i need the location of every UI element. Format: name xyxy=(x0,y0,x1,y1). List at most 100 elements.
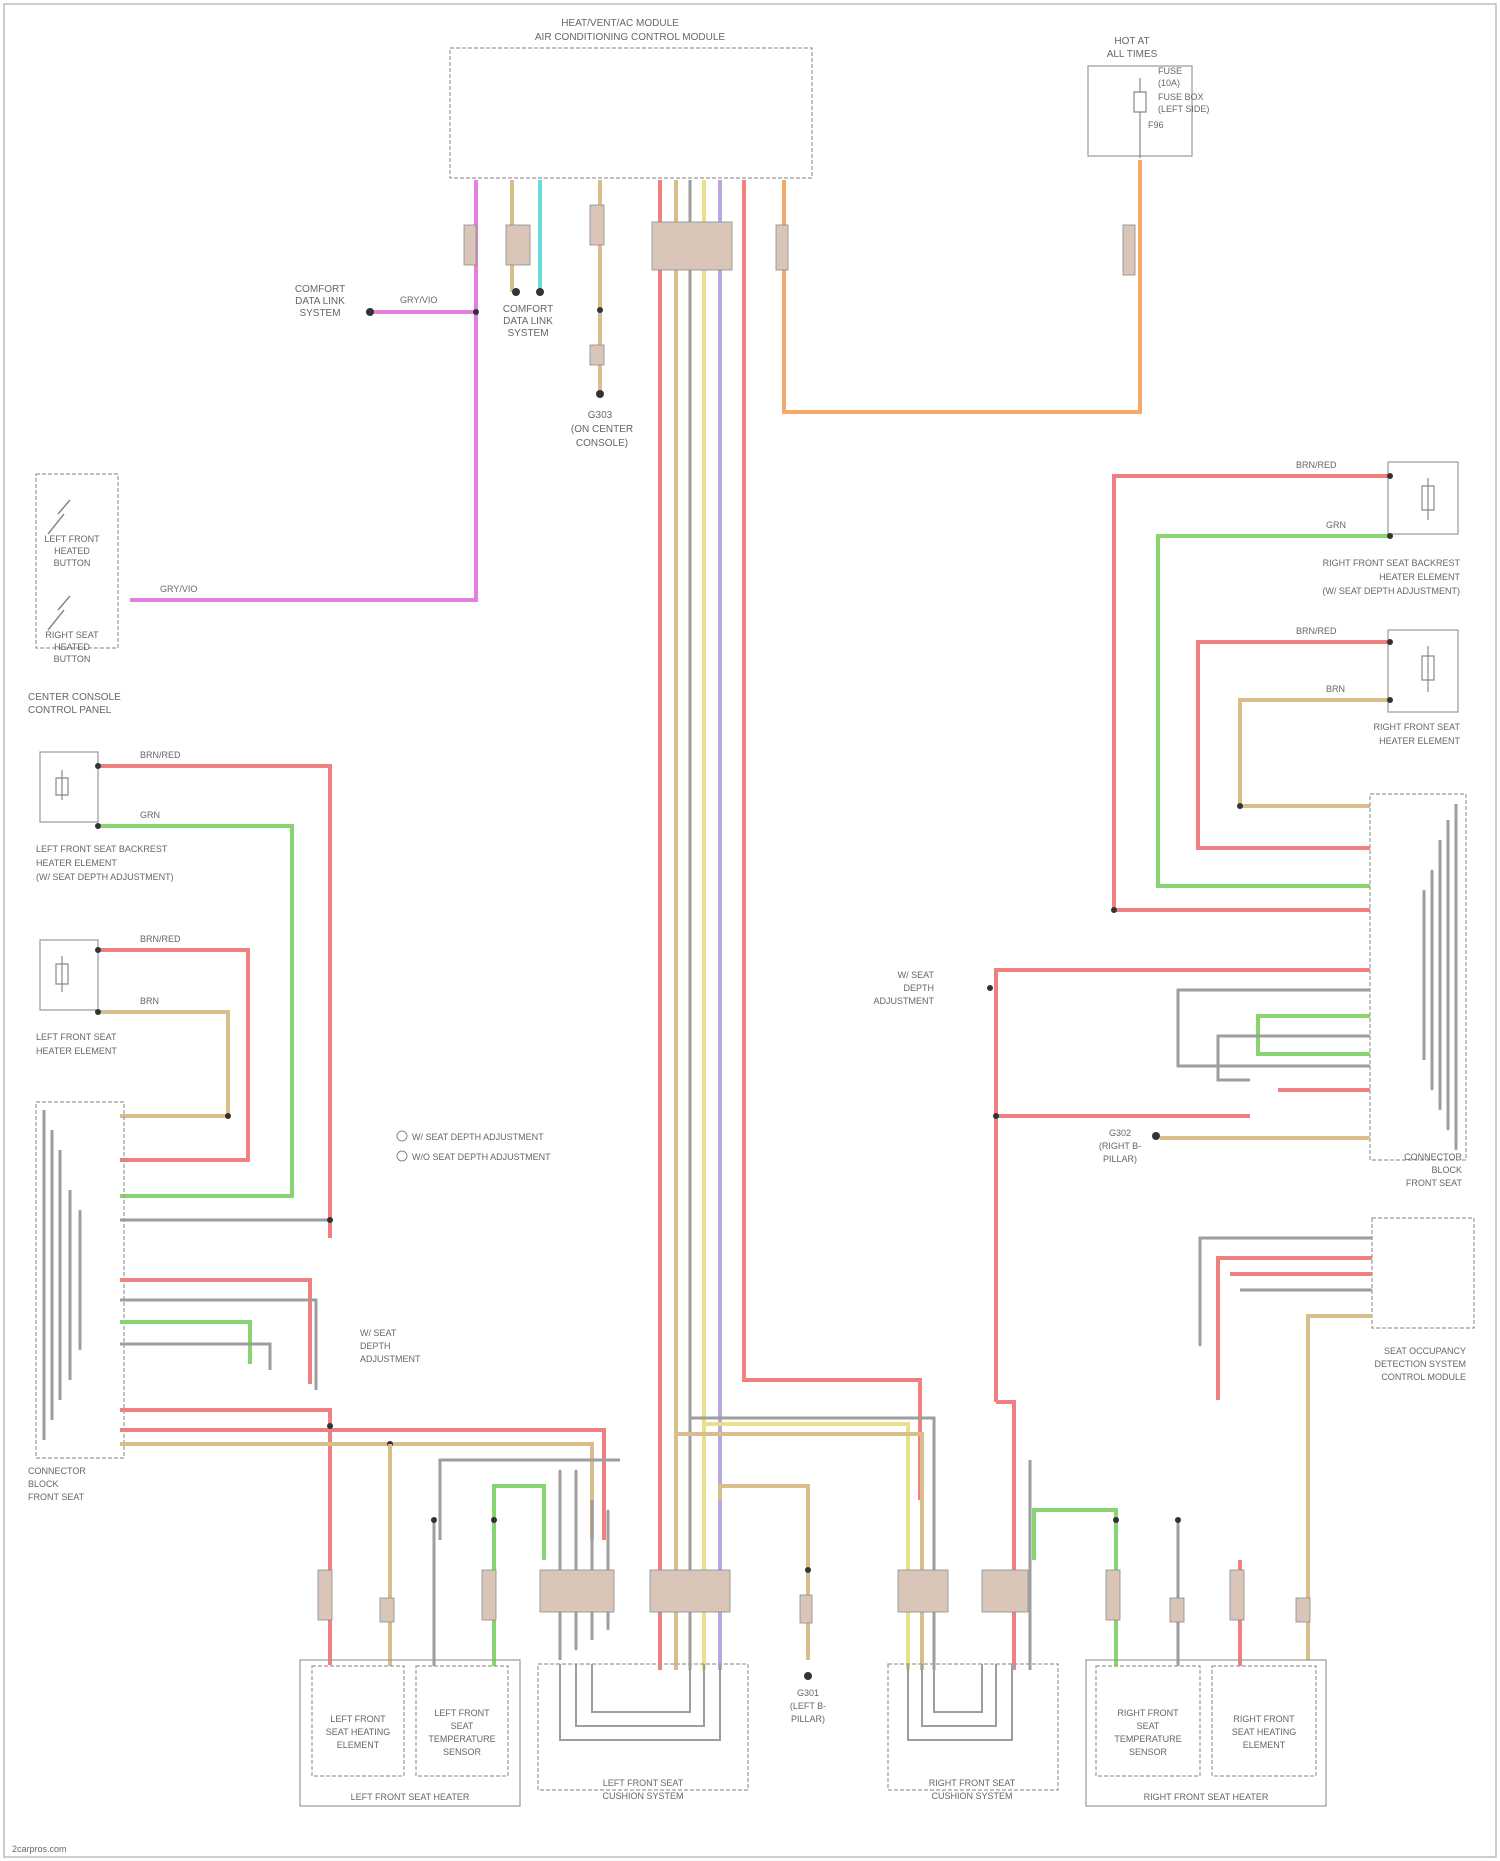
legend: W/ SEAT DEPTH ADJUSTMENT W/O SEAT DEPTH … xyxy=(397,1131,551,1162)
lf-temp-line2: SEAT xyxy=(451,1721,474,1731)
rf-heating-line2: SEAT HEATING xyxy=(1232,1727,1297,1737)
lf-backrest-line3: (W/ SEAT DEPTH ADJUSTMENT) xyxy=(36,872,174,882)
lf-heater-group-title: LEFT FRONT SEAT HEATER xyxy=(351,1792,470,1802)
lf-sensor-dot xyxy=(431,1517,437,1523)
rf-cushion-loops xyxy=(908,1664,1012,1740)
rf-backrest-splice xyxy=(1111,907,1117,913)
wire-rf-cushion-tan xyxy=(676,1434,922,1670)
ground-g302: G302 (RIGHT B- PILLAR) xyxy=(1099,1128,1141,1164)
rf-seat-box xyxy=(1388,630,1458,712)
g303-loc2: CONSOLE) xyxy=(576,438,628,449)
lf-conn-line3: FRONT SEAT xyxy=(28,1492,85,1502)
lf-seat-splice xyxy=(225,1113,231,1119)
footer-credit: 2carpros.com xyxy=(12,1844,67,1854)
rf-seat-tan-label: BRN xyxy=(1326,684,1345,694)
pink-wire-label-2: GRY/VIO xyxy=(160,584,197,594)
rf-seat-red-label: BRN/RED xyxy=(1296,626,1337,636)
rf-heating-line1: RIGHT FRONT xyxy=(1233,1714,1295,1724)
pink-splice-dot xyxy=(366,308,374,316)
legend-marker-2 xyxy=(397,1151,407,1161)
lf-sensor-dot2 xyxy=(491,1517,497,1523)
lf-backrest-red-label: BRN/RED xyxy=(140,750,181,760)
seat-occupancy-module: SEAT OCCUPANCY DETECTION SYSTEM CONTROL … xyxy=(1372,1218,1474,1382)
rf-cushion-group: RIGHT FRONT SEAT CUSHION SYSTEM xyxy=(888,1664,1058,1801)
connector-rf-heater-1 xyxy=(1230,1570,1244,1620)
rf-adj-line3: ADJUSTMENT xyxy=(874,996,935,1006)
switch2-line2: HEATED xyxy=(54,642,90,652)
rf-depth-adjust-note: W/ SEAT DEPTH ADJUSTMENT xyxy=(874,970,935,1006)
occupancy-line2: DETECTION SYSTEM xyxy=(1374,1359,1466,1369)
rf-seat-pin1 xyxy=(1387,639,1393,645)
switch2-line1: RIGHT SEAT xyxy=(45,630,99,640)
lf-seat-tan-label: BRN xyxy=(140,996,159,1006)
lf-backrest-line2: HEATER ELEMENT xyxy=(36,858,117,868)
rf-cushion-line2: CUSHION SYSTEM xyxy=(931,1791,1012,1801)
connector-ground-top xyxy=(590,205,604,245)
lf-connector-block: CONNECTOR BLOCK FRONT SEAT xyxy=(28,1102,124,1502)
occupancy-line1: SEAT OCCUPANCY xyxy=(1384,1346,1466,1356)
lf-temp-line1: LEFT FRONT xyxy=(434,1708,490,1718)
rf-conn-line1: CONNECTOR xyxy=(1404,1152,1462,1162)
g301-loc2: PILLAR) xyxy=(791,1714,825,1724)
rf-backrest-line2: HEATER ELEMENT xyxy=(1379,572,1460,582)
g303-label: G303 xyxy=(588,410,613,421)
console-switch-2-symbol xyxy=(48,596,70,630)
connector-lf-cushion xyxy=(650,1570,730,1612)
ground-g301: G301 (LEFT B- PILLAR) xyxy=(790,1688,826,1724)
rf-ground-terminal xyxy=(1152,1132,1160,1140)
rf-seat-heater: RIGHT FRONT SEAT HEATER ELEMENT xyxy=(1373,630,1460,746)
rf-connector-block: CONNECTOR BLOCK FRONT SEAT xyxy=(1370,794,1466,1188)
fuse-number: F96 xyxy=(1148,120,1164,130)
center-console-panel: LEFT FRONT HEATED BUTTON RIGHT SEAT HEAT… xyxy=(28,474,121,716)
wire-lf-seat-red xyxy=(98,950,248,1160)
comfort-1-line2: DATA LINK xyxy=(295,296,345,307)
connector-lf-heater-1 xyxy=(318,1570,332,1620)
g302-loc: (RIGHT B- xyxy=(1099,1141,1141,1151)
lf-cushion-group: LEFT FRONT SEAT CUSHION SYSTEM xyxy=(538,1664,748,1801)
rf-backrest-line1: RIGHT FRONT SEAT BACKREST xyxy=(1323,558,1461,568)
lf-seat-heater-group: LEFT FRONT SEAT HEATING ELEMENT LEFT FRO… xyxy=(300,1660,520,1806)
comfort-2-line1: COMFORT xyxy=(503,304,553,315)
rf-temp-line1: RIGHT FRONT xyxy=(1117,1708,1179,1718)
hot-at-label: HOT AT xyxy=(1114,36,1149,47)
comfort-data-link-right: COMFORT DATA LINK SYSTEM xyxy=(503,304,553,339)
rf-adj-line1: W/ SEAT xyxy=(898,970,935,980)
lf-temp-line3: TEMPERATURE xyxy=(428,1734,495,1744)
wire-g301 xyxy=(720,1486,808,1660)
wire-rf-backrest-red xyxy=(1114,476,1390,910)
rf-backrest-red-label: BRN/RED xyxy=(1296,460,1337,470)
rf-heater-group-title: RIGHT FRONT SEAT HEATER xyxy=(1144,1792,1269,1802)
wire-rf-cushion-gray xyxy=(690,1418,934,1670)
rf-sensor-dot2 xyxy=(1175,1517,1181,1523)
lf-seat-pin2 xyxy=(95,1009,101,1015)
climate-control-module: HEAT/VENT/AC MODULE AIR CONDITIONING CON… xyxy=(450,18,812,178)
rf-backrest-green-label: GRN xyxy=(1326,520,1346,530)
connector-lf-cushion-2 xyxy=(540,1570,614,1612)
fuse-location-side: (LEFT SIDE) xyxy=(1158,104,1209,114)
lf-seat-line1: LEFT FRONT SEAT xyxy=(36,1032,117,1042)
fuse-symbol xyxy=(1134,78,1146,158)
rf-adj-line2: DEPTH xyxy=(903,983,934,993)
legend-item-2: W/O SEAT DEPTH ADJUSTMENT xyxy=(412,1152,551,1162)
lf-adj-line3: ADJUSTMENT xyxy=(360,1354,421,1364)
wire-orange-power xyxy=(784,160,1140,412)
wire-lf-cushion-internal xyxy=(560,1470,608,1660)
lf-backrest-symbol xyxy=(56,770,68,800)
rf-backrest-symbol xyxy=(1422,478,1434,520)
connector-rf-heater-2 xyxy=(1296,1598,1310,1622)
lf-adj-line2: DEPTH xyxy=(360,1341,391,1351)
wire-occ-tan xyxy=(1308,1316,1372,1660)
connector-lf-heater-2 xyxy=(380,1598,394,1622)
g302-label: G302 xyxy=(1109,1128,1131,1138)
wire-rf-sensor-green xyxy=(1034,1510,1116,1666)
lf-conn-line1: CONNECTOR xyxy=(28,1466,86,1476)
rf-seat-symbol xyxy=(1422,646,1434,692)
wire-lf-gray-3 xyxy=(120,1344,270,1370)
g301-label: G301 xyxy=(797,1688,819,1698)
lf-seat-heater: LEFT FRONT SEAT HEATER ELEMENT xyxy=(36,940,117,1056)
switch1-line3: BUTTON xyxy=(54,558,91,568)
legend-marker-1 xyxy=(397,1131,407,1141)
connector-orange-top xyxy=(776,225,788,270)
wire-pink-main xyxy=(130,180,476,600)
